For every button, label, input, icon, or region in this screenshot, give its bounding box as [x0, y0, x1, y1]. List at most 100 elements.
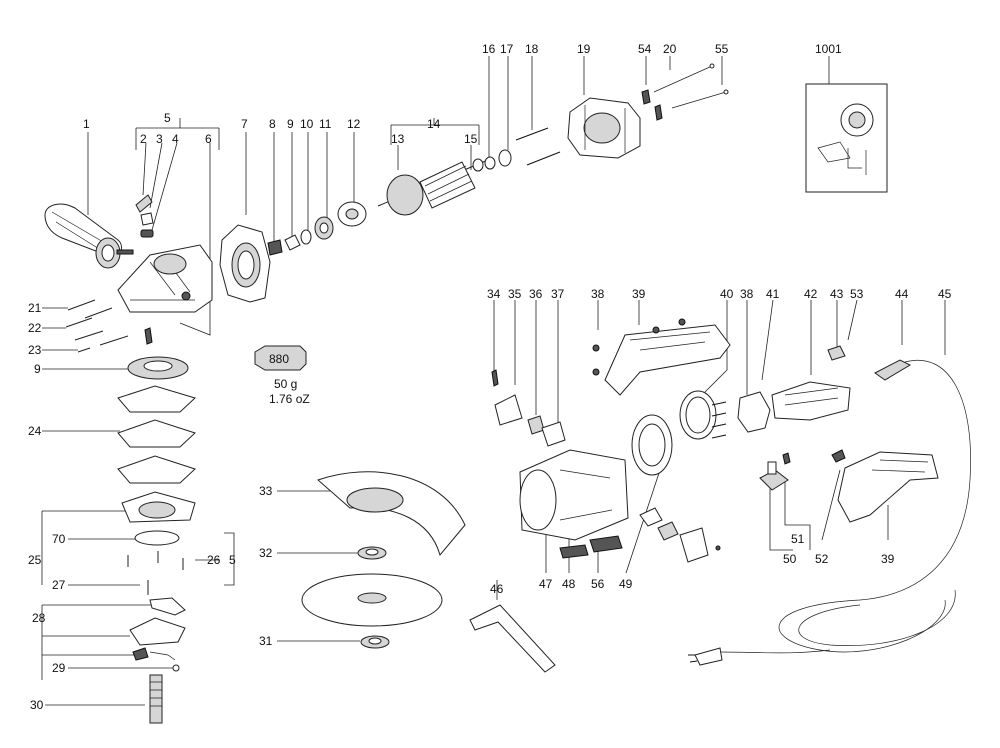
- label-8: 8: [269, 117, 276, 131]
- label-29: 29: [52, 661, 66, 675]
- part-lock-button-set: [135, 194, 154, 238]
- label-5: 5: [164, 111, 171, 125]
- label-54: 54: [638, 42, 652, 56]
- label-34: 34: [487, 287, 501, 301]
- part-brush-carrier: [639, 507, 721, 563]
- label-31: 31: [259, 634, 273, 648]
- label-5b: 5: [229, 553, 236, 567]
- label-38: 38: [591, 287, 605, 301]
- label-2: 2: [140, 132, 147, 146]
- part-flange-nut: [357, 546, 387, 560]
- label-32: 32: [259, 546, 273, 560]
- part-gear-housing: [117, 244, 213, 313]
- part-motor-housing-shell: [592, 318, 731, 396]
- label-43: 43: [830, 287, 844, 301]
- part-screws-left: [65, 299, 153, 353]
- part-fan-ring: [631, 414, 673, 476]
- label-18: 18: [525, 42, 539, 56]
- part-spindle-lock: [129, 597, 186, 672]
- part-electronics-module: [771, 345, 851, 421]
- label-41: 41: [766, 287, 780, 301]
- label-38b: 38: [740, 287, 754, 301]
- label-26: 26: [207, 553, 221, 567]
- part-number-labels: 1 2 3 4 5 6 7 8 9 10 11 12 13 14 15 16 1…: [28, 42, 952, 712]
- part-switch-parts: [759, 449, 846, 491]
- part-bearing-set: [267, 201, 367, 256]
- label-14: 14: [427, 117, 441, 131]
- label-30: 30: [30, 698, 44, 712]
- part-power-cable: [688, 359, 971, 666]
- part-spindle-flange: [121, 491, 196, 546]
- part-gaskets: [117, 385, 196, 484]
- part-rear-housing: [519, 449, 629, 541]
- label-28: 28: [32, 611, 46, 625]
- label-20: 20: [663, 42, 677, 56]
- label-12: 12: [347, 117, 361, 131]
- label-52: 52: [815, 552, 829, 566]
- part-bearing-flange: [219, 224, 271, 303]
- part-clamping-nut: [360, 635, 390, 649]
- part-seal-ring: [679, 390, 727, 440]
- label-21: 21: [28, 301, 42, 315]
- part-brush-parts: [491, 369, 566, 447]
- label-40: 40: [720, 287, 734, 301]
- part-grinding-disc: [301, 573, 443, 627]
- label-3: 3: [156, 132, 163, 146]
- part-rings-and-pins: [484, 127, 561, 170]
- label-23: 23: [28, 343, 42, 357]
- label-6: 6: [205, 132, 212, 146]
- label-37: 37: [551, 287, 565, 301]
- label-56: 56: [591, 577, 605, 591]
- part-rear-handle: [837, 451, 939, 523]
- label-49: 49: [619, 577, 633, 591]
- label-50: 50: [783, 552, 797, 566]
- label-13: 13: [391, 132, 405, 146]
- label-16: 16: [482, 42, 496, 56]
- part-small-screws: [127, 551, 184, 595]
- label-1001: 1001: [815, 42, 842, 56]
- label-42: 42: [804, 287, 818, 301]
- label-39b: 39: [881, 552, 895, 566]
- grease-weight-g: 50 g: [274, 377, 297, 391]
- label-9b: 9: [34, 362, 41, 376]
- label-70: 70: [52, 532, 66, 546]
- label-35: 35: [508, 287, 522, 301]
- label-36: 36: [529, 287, 543, 301]
- part-side-handle: [44, 203, 134, 269]
- label-48: 48: [562, 577, 576, 591]
- part-labels: [559, 535, 623, 559]
- label-7: 7: [241, 117, 248, 131]
- part-pin-wrench: [469, 604, 556, 673]
- leader-lines: [41, 56, 946, 706]
- part-wires: [641, 63, 729, 121]
- label-27: 27: [52, 578, 66, 592]
- grease-tube-label: 880: [269, 352, 289, 366]
- label-39: 39: [632, 287, 646, 301]
- label-11: 11: [319, 117, 332, 131]
- label-1: 1: [83, 117, 90, 131]
- label-53: 53: [850, 287, 864, 301]
- part-wheel-guard: [317, 471, 466, 557]
- label-15: 15: [464, 132, 478, 146]
- label-24: 24: [28, 424, 42, 438]
- part-brush-holder: [737, 391, 771, 433]
- label-10: 10: [300, 117, 314, 131]
- label-25: 25: [28, 553, 42, 567]
- label-4: 4: [172, 132, 179, 146]
- grease-tube: 880 50 g 1.76 oZ: [254, 345, 310, 406]
- label-9: 9: [287, 117, 294, 131]
- label-22: 22: [28, 321, 42, 335]
- part-spindle: [149, 674, 163, 724]
- label-55: 55: [715, 42, 729, 56]
- label-33: 33: [259, 484, 273, 498]
- label-51: 51: [791, 532, 805, 546]
- part-armature: [377, 158, 489, 216]
- part-inset-detail: [805, 83, 888, 193]
- label-45: 45: [938, 287, 952, 301]
- part-stator: [567, 97, 641, 159]
- grease-weight-oz: 1.76 oZ: [269, 392, 310, 406]
- part-bevel-gear: [127, 356, 189, 380]
- label-19: 19: [577, 42, 591, 56]
- label-46: 46: [490, 582, 504, 596]
